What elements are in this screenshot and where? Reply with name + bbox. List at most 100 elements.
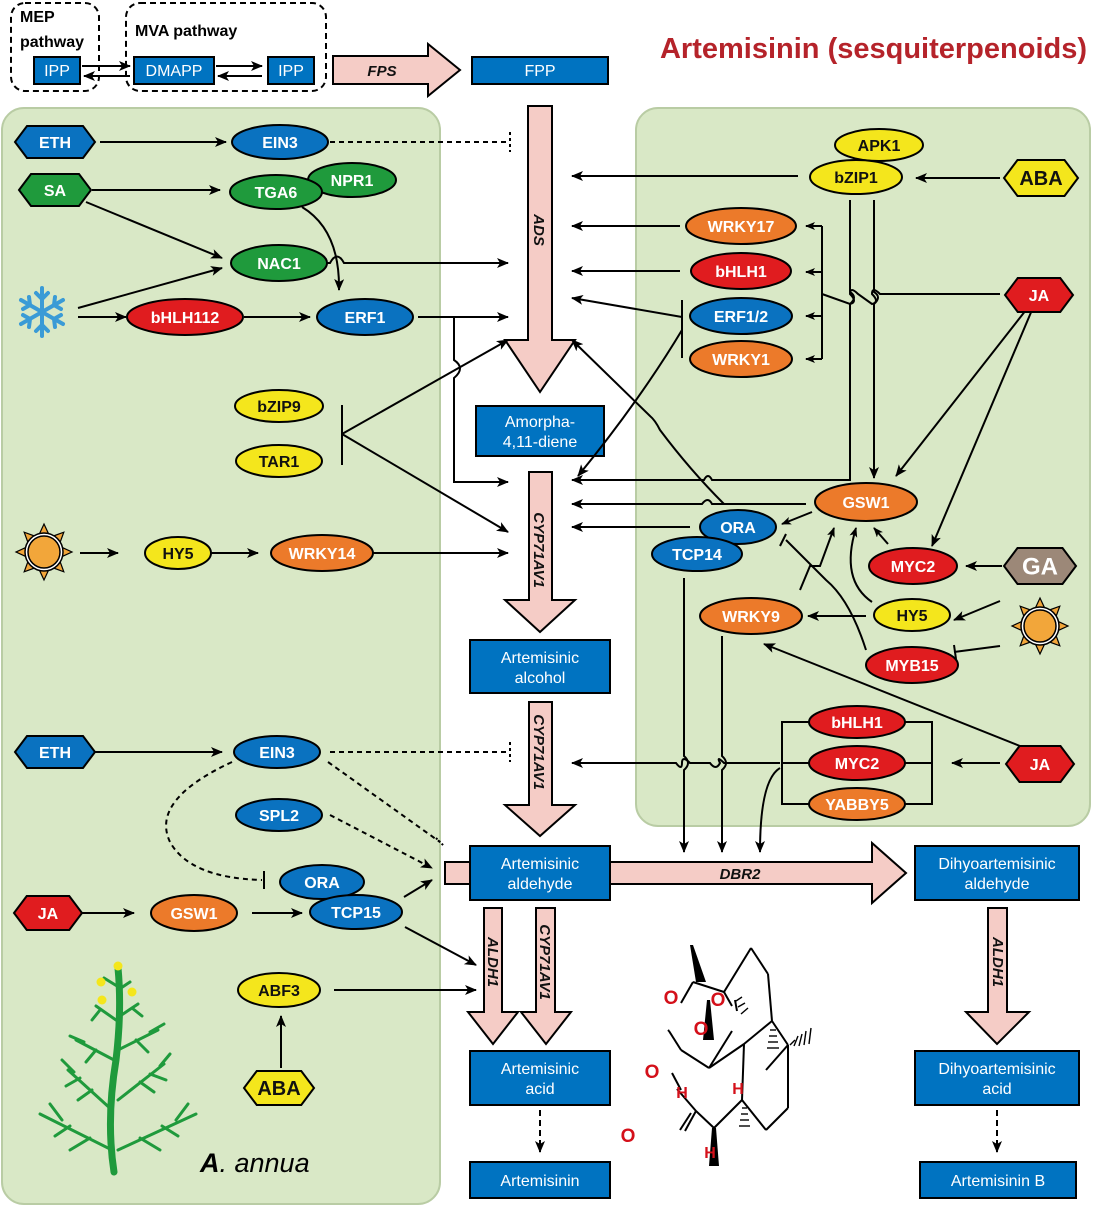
artemisinin-b-label: Artemisinin B: [951, 1173, 1045, 1190]
ga-hormone[interactable]: GA: [1002, 547, 1078, 585]
enzyme-fps-arrow[interactable]: FPS: [332, 41, 462, 99]
light-sun-icon-right: [1010, 596, 1070, 656]
erf12-node[interactable]: ERF1/2: [689, 297, 793, 335]
amorphadiene-line2: 4,11-diene: [503, 434, 578, 451]
metabolite-dihydroartemisinic-aldehyde[interactable]: Dihyoartemisinic aldehyde: [914, 845, 1080, 901]
tcp14-node[interactable]: TCP14: [651, 536, 743, 572]
metabolite-amorphadiene[interactable]: Amorpha- 4,11-diene: [475, 405, 605, 457]
myc2-node-b[interactable]: MYC2: [808, 745, 906, 781]
metabolite-ipp-mep[interactable]: IPP: [33, 56, 81, 85]
hy5-node-left[interactable]: HY5: [144, 536, 212, 570]
aba-hormone-left[interactable]: ABA: [242, 1070, 316, 1106]
enzyme-aldh1-arrow-b[interactable]: ALDH1: [963, 907, 1032, 1046]
enzyme-cyp71av1-arrow-1[interactable]: CYP71AV1: [502, 471, 578, 634]
ein3-node-1-label: EIN3: [262, 135, 298, 152]
wrky14-node[interactable]: WRKY14: [270, 534, 374, 572]
metabolite-artemisinin[interactable]: Artemisinin: [469, 1161, 611, 1199]
enzyme-cyp71av1-arrow-2[interactable]: CYP71AV1: [502, 701, 578, 838]
bhlh1-node-label: bHLH1: [715, 264, 767, 281]
tga6-node[interactable]: TGA6: [229, 174, 323, 210]
atom-h-1: H: [676, 1085, 688, 1102]
metabolite-dihydroartemisinic-acid[interactable]: Dihyoartemisinic acid: [914, 1050, 1080, 1106]
fps-label: FPS: [367, 63, 396, 80]
atom-o-2: O: [711, 990, 726, 1011]
eth-hormone-1[interactable]: ETH: [13, 125, 97, 159]
left-panel-edges: [77, 132, 511, 1068]
abf3-node-label: ABF3: [258, 983, 300, 1000]
gsw1-node-left[interactable]: GSW1: [150, 894, 238, 932]
bhlh1-node-b[interactable]: bHLH1: [808, 705, 906, 739]
spl2-node[interactable]: SPL2: [235, 798, 323, 832]
wrky1-node-label: WRKY1: [712, 352, 770, 369]
fpp-label: FPP: [524, 63, 555, 80]
metabolite-artemisinic-alcohol[interactable]: Artemisinic alcohol: [469, 639, 611, 694]
metabolite-artemisinin-b[interactable]: Artemisinin B: [919, 1161, 1077, 1199]
eth-hormone-2[interactable]: ETH: [13, 735, 97, 769]
metabolite-dmapp[interactable]: DMAPP: [133, 56, 215, 85]
ein3-node-2[interactable]: EIN3: [233, 735, 321, 769]
gsw1-node-right[interactable]: GSW1: [814, 482, 918, 522]
wrky1-node[interactable]: WRKY1: [689, 340, 793, 378]
enzyme-ads-arrow[interactable]: ADS: [503, 105, 577, 394]
myc2-node-b-label: MYC2: [835, 756, 880, 773]
ja-hormone-left[interactable]: JA: [12, 895, 84, 931]
metabolite-fpp[interactable]: FPP: [471, 56, 609, 85]
dihydro-aldehyde-line2: aldehyde: [965, 876, 1030, 893]
myc2-node-label: MYC2: [891, 559, 936, 576]
bzip9-node[interactable]: bZIP9: [234, 389, 324, 423]
tga6-node-label: TGA6: [255, 185, 298, 202]
aba-hormone-right[interactable]: ABA: [1002, 159, 1080, 197]
ipp-mva-label: IPP: [278, 63, 304, 80]
tar1-node-label: TAR1: [259, 454, 300, 471]
bhlh1-node-b-label: bHLH1: [831, 715, 883, 732]
species-genus: A: [199, 1148, 220, 1178]
tcp15-node[interactable]: TCP15: [309, 894, 403, 930]
erf1-node[interactable]: ERF1: [316, 298, 414, 336]
nac1-node[interactable]: NAC1: [230, 244, 328, 282]
abf3-node[interactable]: ABF3: [237, 972, 321, 1008]
metabolite-artemisinic-acid[interactable]: Artemisinic acid: [469, 1050, 611, 1106]
left-regulatory-panel: [1, 107, 441, 1205]
ora-node-right[interactable]: ORA: [699, 509, 777, 545]
myb15-node[interactable]: MYB15: [865, 646, 959, 684]
ein3-node-1[interactable]: EIN3: [231, 124, 329, 160]
ja-hormone-right-1[interactable]: JA: [1003, 277, 1075, 313]
mep-pathway-boundary: [10, 2, 100, 92]
myc2-node[interactable]: MYC2: [868, 547, 958, 585]
enzyme-cyp71av1-arrow-3[interactable]: CYP71AV1: [518, 907, 574, 1046]
ga-hormone-label: GA: [1022, 554, 1058, 581]
bzip1-node-label: bZIP1: [834, 170, 878, 187]
hy5-node-right[interactable]: HY5: [873, 598, 951, 632]
ja-hormone-left-label: JA: [38, 906, 59, 923]
enzyme-aldh1-arrow-a[interactable]: ALDH1: [465, 907, 521, 1046]
ja-hormone-right-2[interactable]: JA: [1004, 745, 1076, 783]
bzip1-node[interactable]: bZIP1: [809, 159, 903, 195]
wrky9-node[interactable]: WRKY9: [699, 597, 803, 635]
sa-hormone[interactable]: SA: [17, 173, 93, 207]
mep-pathway-label-2: pathway: [20, 34, 84, 51]
bhlh1-node[interactable]: bHLH1: [690, 252, 792, 290]
bzip9-node-label: bZIP9: [257, 399, 301, 416]
amorphadiene-line1: Amorpha-: [505, 414, 575, 431]
metabolite-artemisinic-aldehyde[interactable]: Artemisinic aldehyde: [469, 845, 611, 901]
tar1-node[interactable]: TAR1: [235, 444, 323, 478]
yabby5-node[interactable]: YABBY5: [808, 787, 906, 821]
hy5-node-right-label: HY5: [896, 608, 927, 625]
bhlh112-node[interactable]: bHLH112: [126, 298, 244, 336]
ja-hormone-right-1-label: JA: [1029, 288, 1050, 305]
cyp71av1-label-2: CYP71AV1: [530, 714, 547, 790]
dmapp-label: DMAPP: [146, 63, 203, 80]
apk1-node-label: APK1: [858, 138, 901, 155]
artemisinin-chemical-structure: [667, 945, 812, 1166]
artemisinin-label: Artemisinin: [500, 1173, 579, 1190]
ora-node-left[interactable]: ORA: [279, 864, 365, 900]
atom-h-2: H: [732, 1081, 744, 1098]
apk1-node[interactable]: APK1: [834, 128, 924, 162]
wrky17-node[interactable]: WRKY17: [685, 207, 797, 245]
myb15-node-label: MYB15: [885, 658, 938, 675]
hy5-node-left-label: HY5: [162, 546, 193, 563]
metabolite-ipp-mva[interactable]: IPP: [267, 56, 315, 85]
artemisinic-acid-line1: Artemisinic: [501, 1061, 579, 1078]
